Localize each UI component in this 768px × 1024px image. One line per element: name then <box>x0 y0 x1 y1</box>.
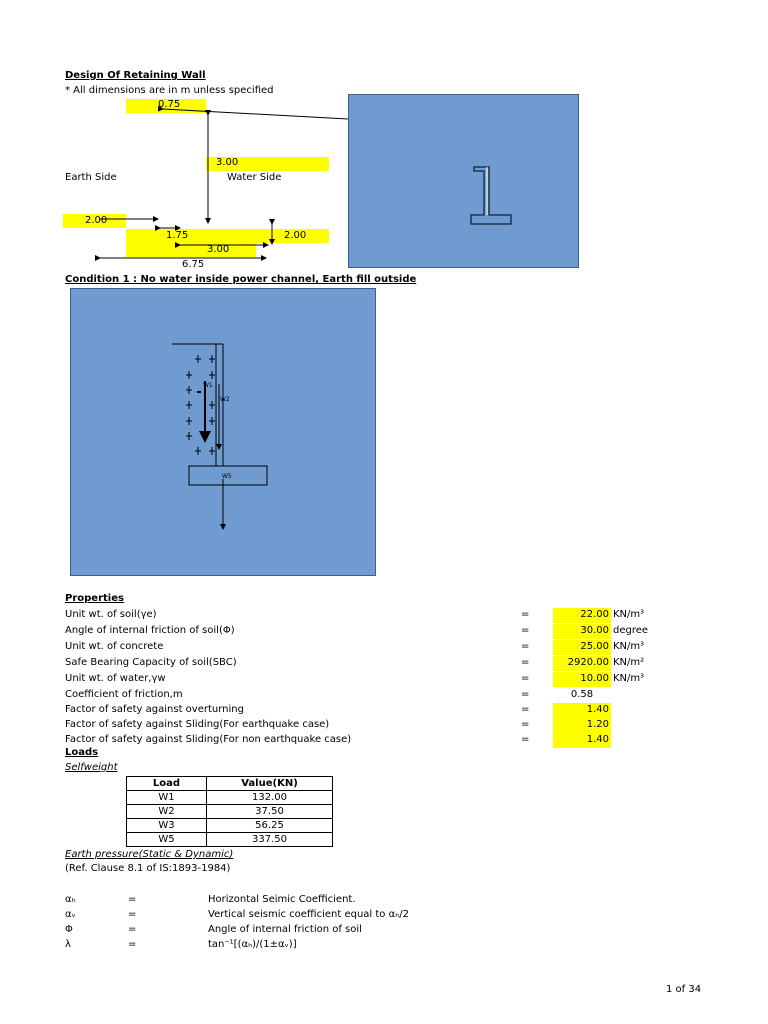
symbol: αᵥ <box>65 909 76 920</box>
retaining-wall-icon <box>470 166 512 225</box>
property-value: 10.00 <box>580 673 609 684</box>
table-row: W2 37.50 <box>126 804 333 819</box>
table-cell: W3 <box>126 818 207 833</box>
symbol-equals: = <box>128 924 137 935</box>
highlight-base-row <box>126 229 329 243</box>
property-unit: KN/m² <box>613 657 645 668</box>
value-highlight <box>553 703 611 718</box>
symbol-description: Horizontal Seimic Coefficient. <box>208 894 356 905</box>
label-w1: W1 <box>203 382 213 389</box>
property-label: Unit wt. of water,γw <box>65 673 166 684</box>
property-label: Safe Bearing Capacity of soil(SBC) <box>65 657 237 668</box>
dim-heel: 1.75 <box>166 230 189 241</box>
highlight-stem-height <box>206 157 329 171</box>
property-label: Factor of safety against overturning <box>65 704 244 715</box>
dim-left-offset: 2.00 <box>85 215 108 226</box>
table-header-load: Load <box>126 776 207 791</box>
label-earth-side: Earth Side <box>65 172 117 183</box>
property-label: Angle of internal friction of soil(Φ) <box>65 625 235 636</box>
table-cell: W5 <box>126 832 207 847</box>
property-equals: = <box>521 704 530 715</box>
property-value: 0.58 <box>570 689 594 700</box>
property-equals: = <box>521 673 530 684</box>
label-water-side: Water Side <box>227 172 282 183</box>
value-highlight <box>553 640 611 655</box>
symbol-equals: = <box>128 939 137 950</box>
property-equals: = <box>521 609 530 620</box>
symbol-description: Angle of internal friction of soil <box>208 924 362 935</box>
page-title: Design Of Retaining Wall <box>65 70 206 81</box>
ref-clause: (Ref. Clause 8.1 of IS:1893-1984) <box>65 863 231 874</box>
table-row: W3 56.25 <box>126 818 333 833</box>
dimension-arrows <box>95 105 349 261</box>
units-note: * All dimensions are in m unless specifi… <box>65 85 274 96</box>
property-value: 30.00 <box>580 625 609 636</box>
label-w5: W5 <box>222 473 232 480</box>
property-equals: = <box>521 641 530 652</box>
property-value: 2920.00 <box>567 657 609 668</box>
property-label: Coefficient of friction,m <box>65 689 183 700</box>
value-highlight <box>553 672 611 687</box>
table-cell: 56.25 <box>206 818 333 833</box>
property-equals: = <box>521 719 530 730</box>
symbol-equals: = <box>128 894 137 905</box>
selfweight-table: Load Value(KN) W1 132.00 W2 37.50 W3 56.… <box>126 776 333 847</box>
property-label: Factor of safety against Sliding(For ear… <box>65 719 330 730</box>
value-highlight <box>553 608 611 623</box>
dim-top-width: 0.75 <box>158 99 181 110</box>
property-equals: = <box>521 657 530 668</box>
dim-toe: 3.00 <box>207 244 230 255</box>
condition-1-figure: W1 W2 W5 <box>70 288 376 576</box>
load-diagram: W1 W2 W5 <box>172 343 268 530</box>
property-value: 1.40 <box>586 704 609 715</box>
page-number: 1 of 34 <box>666 984 702 995</box>
property-value: 1.20 <box>586 719 609 730</box>
property-unit: degree <box>613 625 649 636</box>
highlight-top-width <box>126 99 206 113</box>
table-cell: W2 <box>126 804 207 819</box>
table-cell: 337.50 <box>206 832 333 847</box>
property-label: Factor of safety against Sliding(For non… <box>65 734 352 745</box>
property-equals: = <box>521 734 530 745</box>
table-cell: 132.00 <box>206 790 333 805</box>
table-row: W5 337.50 <box>126 832 333 847</box>
property-unit: KN/m³ <box>613 673 645 684</box>
property-equals: = <box>521 625 530 636</box>
property-label: Unit wt. of concrete <box>65 641 164 652</box>
value-highlight <box>553 718 611 733</box>
table-cell: 37.50 <box>206 804 333 819</box>
highlight-left-offset <box>63 214 126 228</box>
value-highlight <box>553 733 611 748</box>
value-highlight <box>553 656 611 671</box>
dim-stem-height: 3.00 <box>216 157 239 168</box>
table-row: W1 132.00 <box>126 790 333 805</box>
symbol-description: Vertical seismic coefficient equal to αₕ… <box>208 909 409 920</box>
property-label: Unit wt. of soil(γe) <box>65 609 157 620</box>
property-value: 1.40 <box>586 734 609 745</box>
property-unit: KN/m³ <box>613 609 645 620</box>
symbol-description: tan⁻¹[(αₕ)/(1±αᵥ)] <box>208 939 297 950</box>
symbol: λ <box>65 939 71 950</box>
symbol: αₕ <box>65 894 76 905</box>
label-w2: W2 <box>220 396 230 403</box>
earth-pressure-heading: Earth pressure(Static & Dynamic) <box>65 849 234 860</box>
property-value: 22.00 <box>580 609 609 620</box>
dim-total-width: 6.75 <box>182 259 205 270</box>
symbol-equals: = <box>128 909 137 920</box>
dim-base-thickness: 2.00 <box>284 230 307 241</box>
properties-heading: Properties <box>65 593 124 604</box>
value-highlight <box>553 624 611 639</box>
property-unit: KN/m³ <box>613 641 645 652</box>
table-header-value: Value(KN) <box>206 776 333 791</box>
property-value: 25.00 <box>580 641 609 652</box>
condition-1-heading: Condition 1 : No water inside power chan… <box>65 274 417 285</box>
symbol: Φ <box>65 924 73 935</box>
table-cell: W1 <box>126 790 207 805</box>
wall-section-figure <box>348 94 579 268</box>
property-equals: = <box>521 689 530 700</box>
loads-heading: Loads <box>65 747 99 758</box>
selfweight-heading: Selfweight <box>65 762 118 773</box>
